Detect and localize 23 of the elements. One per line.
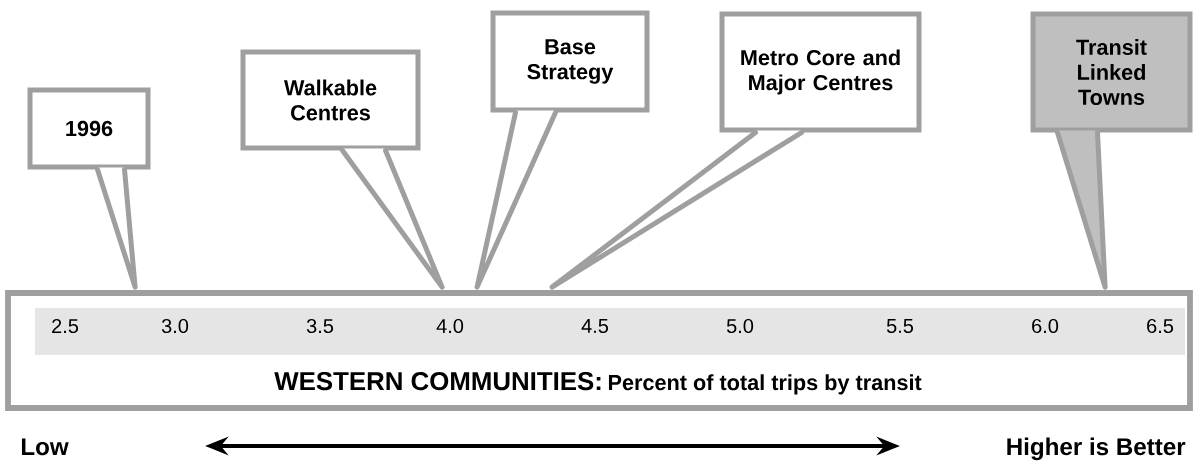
callout-pointer bbox=[1055, 130, 1108, 291]
tick-label: 4.0 bbox=[436, 318, 464, 334]
callout-box: Metro Core and Major Centres bbox=[719, 11, 922, 133]
callout-pointer bbox=[340, 148, 445, 291]
callout-box: 1996 bbox=[27, 87, 151, 170]
scale-end-label: Higher is Better bbox=[1007, 437, 1186, 461]
tick-label: 6.5 bbox=[1147, 318, 1174, 334]
axis-title: WESTERN COMMUNITIES: bbox=[274, 371, 601, 391]
tick-label: 2.5 bbox=[52, 318, 79, 334]
tick-label: 4.5 bbox=[581, 319, 609, 333]
callout-pointer bbox=[474, 110, 558, 291]
callout-box: Base Strategy bbox=[490, 10, 650, 113]
tick-label: 3.0 bbox=[161, 318, 189, 334]
scale-end-label: Low bbox=[21, 438, 69, 456]
axis-title: Percent of total trips by transit bbox=[608, 374, 922, 395]
tick-label: 5.5 bbox=[886, 319, 914, 333]
tick-label: 5.0 bbox=[726, 318, 754, 334]
tick-label: 6.0 bbox=[1032, 318, 1059, 334]
tick-label: 3.5 bbox=[306, 318, 334, 334]
callout-pointer bbox=[549, 130, 804, 291]
callout-pointer bbox=[95, 167, 138, 291]
callout-box: Walkable Centres bbox=[240, 49, 421, 151]
callout-box: Transit Linked Towns bbox=[1030, 11, 1193, 133]
